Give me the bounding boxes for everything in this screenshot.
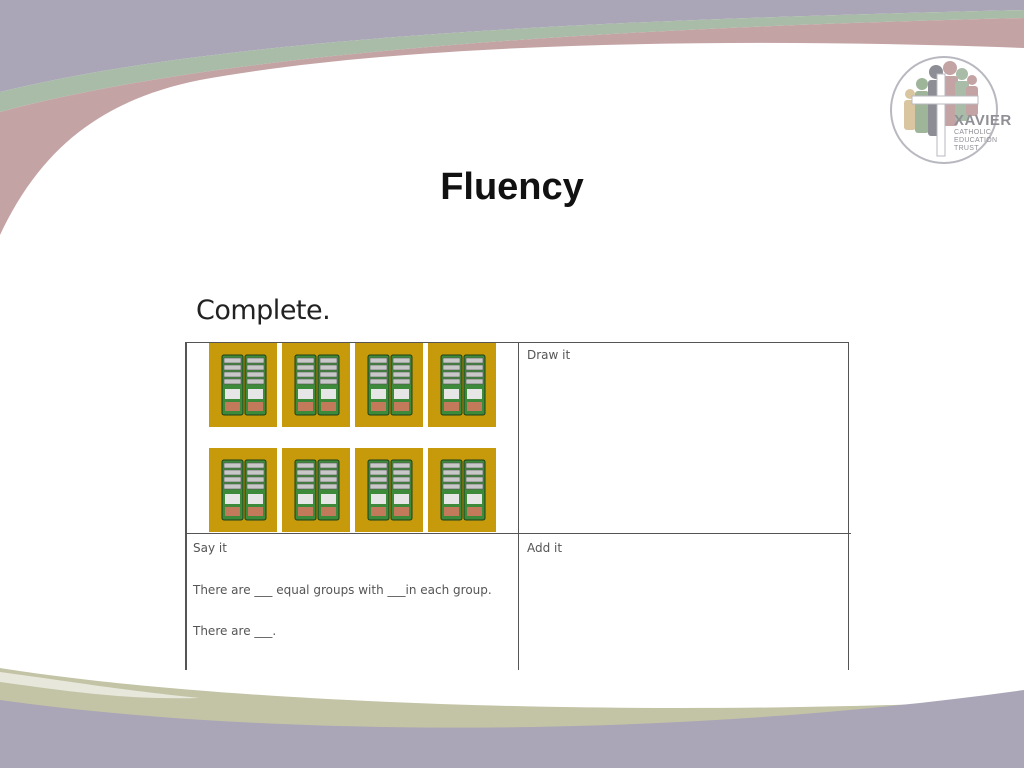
grid-divider-vertical xyxy=(518,343,519,670)
battery-pack-icon xyxy=(221,354,267,416)
logo-text: XAVIER CATHOLIC EDUCATION TRUST xyxy=(954,113,1012,153)
say-it-label: Say it xyxy=(193,541,227,555)
battery-pack-icon xyxy=(294,459,340,521)
battery-tile xyxy=(428,343,496,427)
xavier-logo xyxy=(888,54,1018,168)
battery-tile xyxy=(209,448,277,532)
slide-title: Fluency xyxy=(440,166,584,208)
worksheet-grid: Draw it Say it There are ___ equal group… xyxy=(185,342,851,670)
logo-name: XAVIER xyxy=(954,112,1012,129)
white-tab xyxy=(850,672,896,692)
battery-tile xyxy=(355,448,423,532)
say-it-sentence-groups: There are ___ equal groups with ___in ea… xyxy=(193,583,492,597)
battery-tile xyxy=(282,343,350,427)
add-it-label: Add it xyxy=(527,541,563,555)
logo-line-trust: TRUST xyxy=(954,145,979,152)
people-with-cross-icon xyxy=(890,56,998,164)
battery-tile xyxy=(428,448,496,532)
battery-tiles xyxy=(209,343,501,532)
battery-tile xyxy=(209,343,277,427)
grid-divider-horizontal xyxy=(187,533,851,534)
battery-pack-icon xyxy=(440,459,486,521)
battery-pack-icon xyxy=(221,459,267,521)
draw-it-label: Draw it xyxy=(527,348,571,362)
say-it-sentence-total: There are ___. xyxy=(193,624,277,638)
worksheet-heading: Complete. xyxy=(196,295,331,326)
logo-line-education: EDUCATION xyxy=(954,137,998,144)
battery-tile xyxy=(282,448,350,532)
battery-pack-icon xyxy=(440,354,486,416)
logo-line-catholic: CATHOLIC xyxy=(954,129,992,136)
battery-pack-icon xyxy=(294,354,340,416)
battery-pack-icon xyxy=(367,354,413,416)
battery-tile xyxy=(355,343,423,427)
battery-pack-icon xyxy=(367,459,413,521)
